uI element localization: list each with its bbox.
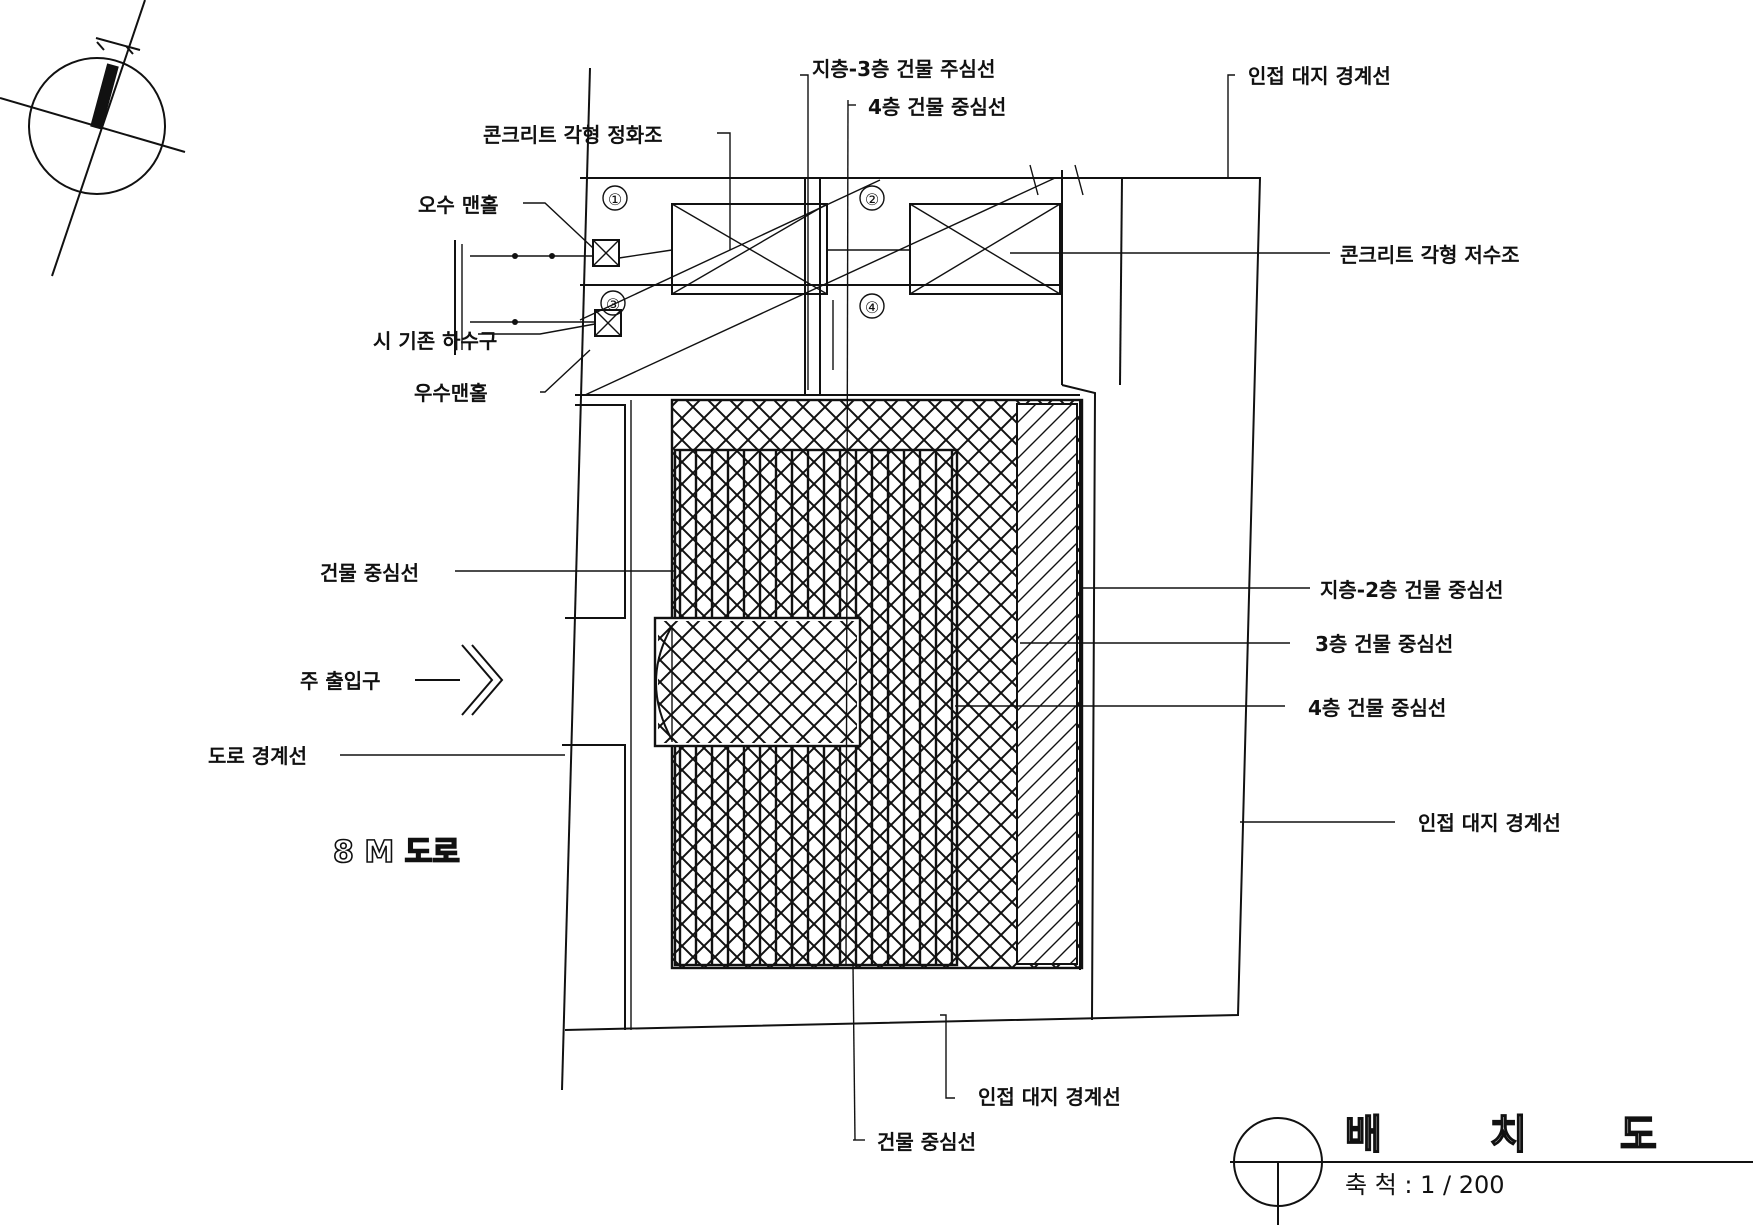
label-neighbor-right: 인접 대지 경계선 <box>1418 811 1561 835</box>
label-neighbor-top: 인접 대지 경계선 <box>1248 64 1391 88</box>
label-floor-3: 3층 건물 중심선 <box>1315 632 1453 656</box>
label-building-center-bottom: 건물 중심선 <box>877 1130 976 1154</box>
label-neighbor-bottom: 인접 대지 경계선 <box>978 1085 1121 1109</box>
title-char-2: 치 <box>1490 1112 1527 1158</box>
sewage-manhole <box>592 239 620 267</box>
septic-tank <box>671 203 828 295</box>
label-water-tank: 콘크리트 각형 저수조 <box>1340 243 1520 267</box>
label-floor-4: 4층 건물 중심선 <box>1308 696 1446 720</box>
marker-3-label: ③ <box>606 295 620 314</box>
compass-north-icon <box>0 0 186 277</box>
label-city-sewer: 시 기존 하수구 <box>373 329 497 353</box>
water-tank <box>909 203 1061 295</box>
label-septic-tank: 콘크리트 각형 정화조 <box>483 123 663 147</box>
label-road-boundary: 도로 경계선 <box>208 744 307 768</box>
marker-4-label: ④ <box>865 298 879 317</box>
marker-3: ③ <box>600 290 626 316</box>
label-main-entrance: 주 출입구 <box>300 669 381 693</box>
label-sewage-manhole: 오수 맨홀 <box>418 193 499 217</box>
marker-2-label: ② <box>865 190 879 209</box>
building-footprint <box>653 398 1084 970</box>
center-lines <box>832 99 856 1141</box>
label-road: 8 M 도로 <box>333 835 460 870</box>
marker-4: ④ <box>859 293 885 319</box>
title-block: 배 치 도 축 척 : 1 / 200 <box>1230 1111 1753 1225</box>
scale-label: 축 척 : 1 / 200 <box>1345 1171 1505 1199</box>
label-rain-manhole: 우수맨홀 <box>414 381 488 405</box>
leader-lines <box>340 74 1395 1141</box>
label-floor-b2: 지층-2층 건물 중심선 <box>1320 578 1503 602</box>
chevron-right-icon <box>415 644 504 716</box>
title-char-3: 도 <box>1620 1112 1657 1158</box>
title-char-1: 배 <box>1345 1112 1382 1158</box>
road-side-walls <box>562 400 632 1030</box>
label-floor-b3: 지층-3층 건물 주심선 <box>812 57 995 81</box>
marker-1-label: ① <box>608 190 622 209</box>
label-floor-4-top: 4층 건물 중심선 <box>868 95 1006 119</box>
label-building-center-left: 건물 중심선 <box>320 561 419 585</box>
marker-2: ② <box>859 185 885 211</box>
marker-1: ① <box>602 185 628 211</box>
sewer-pipes <box>454 240 910 355</box>
